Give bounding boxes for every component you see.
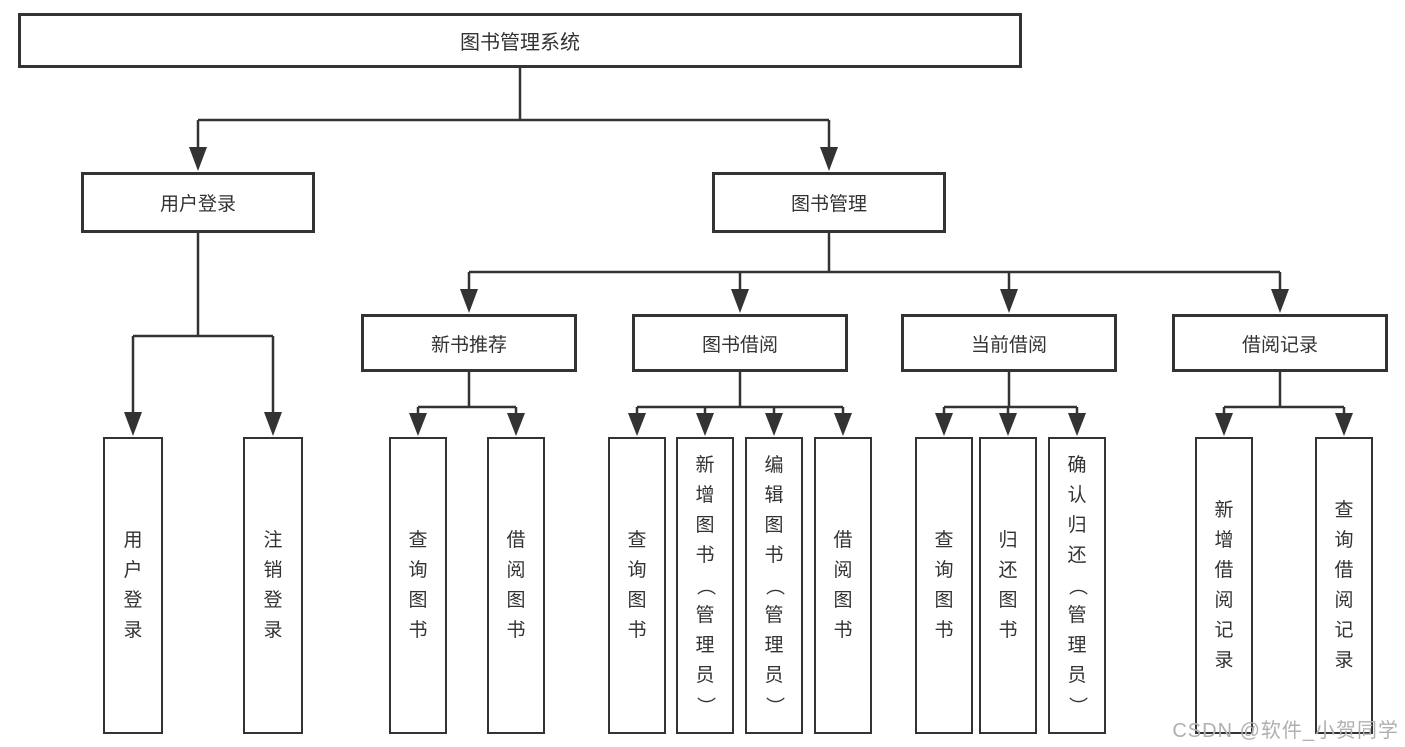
- node-query-books-borrowing-label: 查询图书: [627, 529, 647, 641]
- node-book-borrowing-label: 图书借阅: [701, 334, 778, 356]
- node-confirm-return-admin: 确认归还（管理员）: [1048, 437, 1106, 734]
- node-new-book-recommendation-label: 新书推荐: [430, 334, 507, 356]
- node-add-borrow-record: 新增借阅记录: [1195, 437, 1253, 734]
- node-query-books-current: 查询图书: [915, 437, 973, 734]
- node-current-borrowing-label: 当前借阅: [970, 334, 1047, 356]
- node-return-books-label: 归还图书: [998, 529, 1018, 641]
- node-edit-book-admin-label: 编辑图书（管理员）: [763, 454, 785, 716]
- node-logout-label: 注销登录: [263, 529, 283, 641]
- node-return-books: 归还图书: [979, 437, 1037, 734]
- edge-bookmgmt-sections: [467, 233, 1282, 291]
- edge-section3-leaves: [942, 372, 1079, 414]
- node-library-system-label: 图书管理系统: [460, 32, 580, 54]
- node-borrow-books-label: 借阅图书: [833, 529, 853, 641]
- node-user-login-leaf-label: 用户登录: [123, 529, 143, 641]
- node-borrow-books-recommend: 借阅图书: [487, 437, 545, 734]
- node-add-book-admin-label: 新增图书（管理员）: [694, 454, 716, 716]
- edge-userlogin-leaves: [131, 233, 275, 414]
- node-book-borrowing: 图书借阅: [632, 314, 848, 372]
- node-borrowing-records-label: 借阅记录: [1241, 334, 1318, 356]
- node-query-books-recommend: 查询图书: [389, 437, 447, 734]
- node-confirm-return-admin-label: 确认归还（管理员）: [1066, 454, 1088, 716]
- edge-root-level2: [196, 68, 831, 149]
- csdn-watermark: CSDN @软件_小贺同学: [1172, 720, 1399, 742]
- node-query-books-borrowing: 查询图书: [608, 437, 666, 734]
- node-user-login-leaf: 用户登录: [103, 437, 163, 734]
- node-book-management-label: 图书管理: [790, 194, 867, 215]
- node-query-books-recommend-label: 查询图书: [408, 529, 428, 641]
- node-logout: 注销登录: [243, 437, 303, 734]
- node-current-borrowing: 当前借阅: [901, 314, 1117, 372]
- edge-section4-leaves: [1222, 372, 1346, 414]
- node-user-login: 用户登录: [81, 172, 315, 233]
- node-library-system: 图书管理系统: [18, 13, 1022, 68]
- node-add-book-admin: 新增图书（管理员）: [676, 437, 734, 734]
- node-new-book-recommendation: 新书推荐: [361, 314, 577, 372]
- edge-section2-leaves: [635, 372, 845, 414]
- node-query-borrow-record: 查询借阅记录: [1315, 437, 1373, 734]
- node-borrowing-records: 借阅记录: [1172, 314, 1388, 372]
- node-user-login-label: 用户登录: [159, 194, 236, 215]
- node-borrow-books-recommend-label: 借阅图书: [506, 529, 526, 641]
- node-borrow-books: 借阅图书: [814, 437, 872, 734]
- node-book-management: 图书管理: [712, 172, 946, 233]
- arrowheads: [124, 147, 1353, 436]
- edge-section1-leaves: [416, 372, 518, 414]
- node-edit-book-admin: 编辑图书（管理员）: [745, 437, 803, 734]
- node-query-borrow-record-label: 查询借阅记录: [1334, 499, 1354, 671]
- node-add-borrow-record-label: 新增借阅记录: [1214, 499, 1234, 671]
- node-query-books-current-label: 查询图书: [934, 529, 954, 641]
